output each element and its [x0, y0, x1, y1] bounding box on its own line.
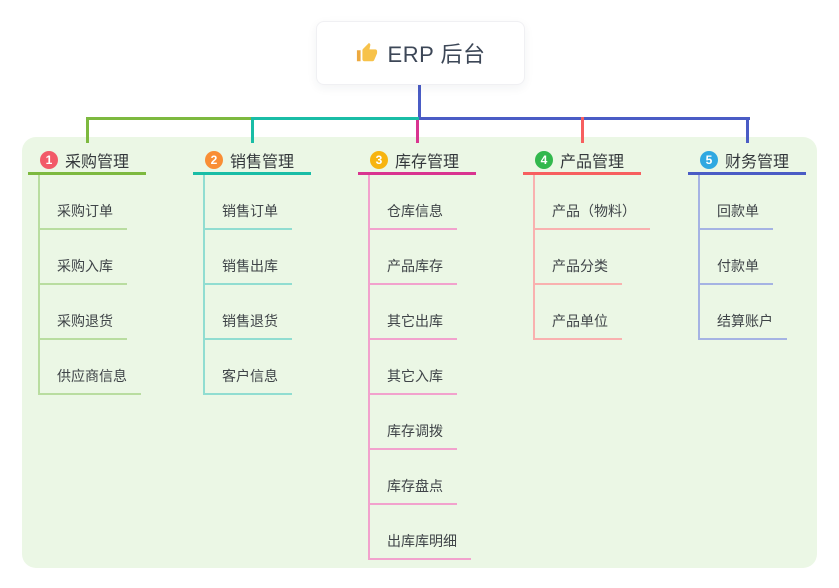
child-node[interactable]: 采购订单 [40, 175, 146, 230]
branch-product: 4 产品管理 产品（物料） 产品分类 产品单位 [523, 147, 650, 340]
root-node[interactable]: ERP 后台 [316, 21, 525, 85]
connector-drop-product [581, 117, 584, 143]
child-node[interactable]: 销售退货 [205, 285, 311, 340]
child-node[interactable]: 其它出库 [370, 285, 476, 340]
number-badge: 2 [205, 150, 223, 169]
branch-sales: 2 销售管理 销售订单 销售出库 销售退货 客户信息 [193, 147, 311, 395]
number-badge: 4 [535, 150, 553, 169]
number-badge: 3 [370, 150, 388, 169]
child-node[interactable]: 销售订单 [205, 175, 311, 230]
branch-title: 产品管理 [560, 153, 625, 171]
number-badge: 5 [700, 150, 718, 169]
branch-children: 仓库信息 产品库存 其它出库 其它入库 库存调拨 库存盘点 出库库明细 [368, 175, 476, 560]
root-title: ERP 后台 [387, 42, 486, 67]
branch-header-product[interactable]: 4 产品管理 [523, 147, 641, 175]
connector-bus-finance [419, 117, 750, 120]
connector-root-stem [418, 83, 421, 120]
child-node[interactable]: 仓库信息 [370, 175, 476, 230]
child-node[interactable]: 库存调拨 [370, 395, 476, 450]
child-node[interactable]: 付款单 [700, 230, 806, 285]
child-node[interactable]: 销售出库 [205, 230, 311, 285]
connector-drop-purchase [86, 117, 89, 143]
number-badge: 1 [40, 150, 58, 169]
child-node[interactable]: 采购入库 [40, 230, 146, 285]
connector-bus-sales [252, 117, 419, 120]
branch-children: 销售订单 销售出库 销售退货 客户信息 [203, 175, 311, 395]
child-node[interactable]: 其它入库 [370, 340, 476, 395]
branch-finance: 5 财务管理 回款单 付款单 结算账户 [688, 147, 806, 340]
child-node[interactable]: 库存盘点 [370, 450, 476, 505]
thumbs-up-icon [356, 42, 378, 64]
branch-header-inventory[interactable]: 3 库存管理 [358, 147, 476, 175]
branch-title: 库存管理 [395, 153, 460, 171]
branch-header-purchase[interactable]: 1 采购管理 [28, 147, 146, 175]
branch-title: 销售管理 [230, 153, 295, 171]
child-node[interactable]: 结算账户 [700, 285, 806, 340]
branch-title: 财务管理 [725, 153, 790, 171]
branch-header-sales[interactable]: 2 销售管理 [193, 147, 311, 175]
child-node[interactable]: 产品单位 [535, 285, 641, 340]
branch-children: 产品（物料） 产品分类 产品单位 [533, 175, 650, 340]
connector-bus-purchase [87, 117, 252, 120]
child-node[interactable]: 产品分类 [535, 230, 641, 285]
branch-children: 回款单 付款单 结算账户 [698, 175, 806, 340]
child-node[interactable]: 客户信息 [205, 340, 311, 395]
branch-purchase: 1 采购管理 采购订单 采购入库 采购退货 供应商信息 [28, 147, 146, 395]
branch-header-finance[interactable]: 5 财务管理 [688, 147, 806, 175]
branches-panel [22, 137, 817, 568]
child-node[interactable]: 出库库明细 [370, 505, 476, 560]
child-node[interactable]: 采购退货 [40, 285, 146, 340]
connector-drop-finance [746, 117, 749, 143]
child-node[interactable]: 产品（物料） [535, 175, 650, 230]
branch-inventory: 3 库存管理 仓库信息 产品库存 其它出库 其它入库 库存调拨 库存盘点 出库库… [358, 147, 476, 560]
connector-drop-sales [251, 117, 254, 143]
child-node[interactable]: 回款单 [700, 175, 806, 230]
branch-children: 采购订单 采购入库 采购退货 供应商信息 [38, 175, 146, 395]
connector-drop-inventory [416, 120, 419, 143]
child-node[interactable]: 供应商信息 [40, 340, 146, 395]
child-node[interactable]: 产品库存 [370, 230, 476, 285]
branch-title: 采购管理 [65, 153, 130, 171]
